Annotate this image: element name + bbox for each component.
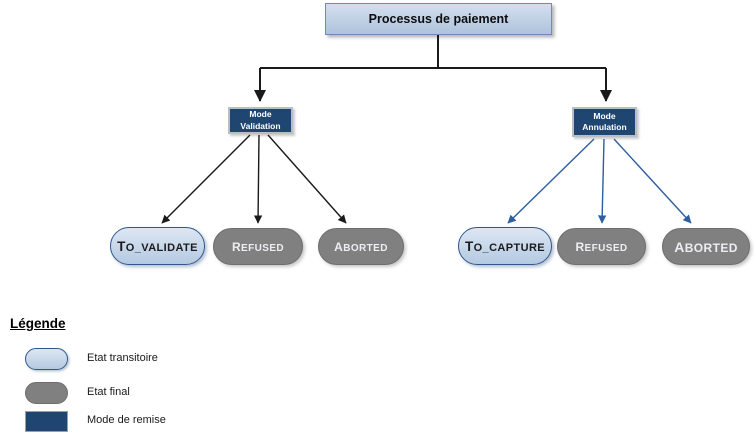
node-mode-validation: Mode Validation xyxy=(228,107,293,134)
node-state-refused-annulation: REFUSED xyxy=(557,228,646,265)
node-state-aborted-annulation: ABORTED xyxy=(662,228,750,265)
node-state-aborted-validation: ABORTED xyxy=(318,228,404,265)
mode-annulation-label-line1: Mode xyxy=(593,110,616,121)
node-state-to-validate: TO_VALIDATE xyxy=(110,227,205,265)
legend-label-etat-transitoire: Etat transitoire xyxy=(87,352,158,364)
mode-annulation-label-line2: Annulation xyxy=(582,122,627,132)
legend-swatch-transitory-pill xyxy=(25,348,68,370)
legend-swatch-mode-rect xyxy=(25,411,68,432)
state-label: ABORTED xyxy=(334,239,388,254)
state-label: ABORTED xyxy=(674,238,738,255)
state-label: REFUSED xyxy=(575,239,628,254)
node-state-to-capture: TO_CAPTURE xyxy=(458,227,552,265)
state-label: TO_CAPTURE xyxy=(464,238,546,254)
legend-label-mode-de-remise: Mode de remise xyxy=(87,414,166,426)
legend-label-etat-final: Etat final xyxy=(87,386,130,398)
node-mode-annulation: Mode Annulation xyxy=(572,107,637,137)
root-node-label: Processus de paiement xyxy=(368,12,509,26)
state-label: TO_VALIDATE xyxy=(117,238,198,254)
mode-validation-label-line2: Validation xyxy=(240,120,281,131)
mode-validation-label-line1: Mode xyxy=(249,109,272,120)
node-processus-de-paiement: Processus de paiement xyxy=(325,3,552,35)
state-label: REFUSED xyxy=(231,239,285,254)
legend-swatch-final-pill xyxy=(25,382,68,404)
node-state-refused-validation: REFUSED xyxy=(213,228,303,265)
legend-title: Légende xyxy=(10,316,66,331)
